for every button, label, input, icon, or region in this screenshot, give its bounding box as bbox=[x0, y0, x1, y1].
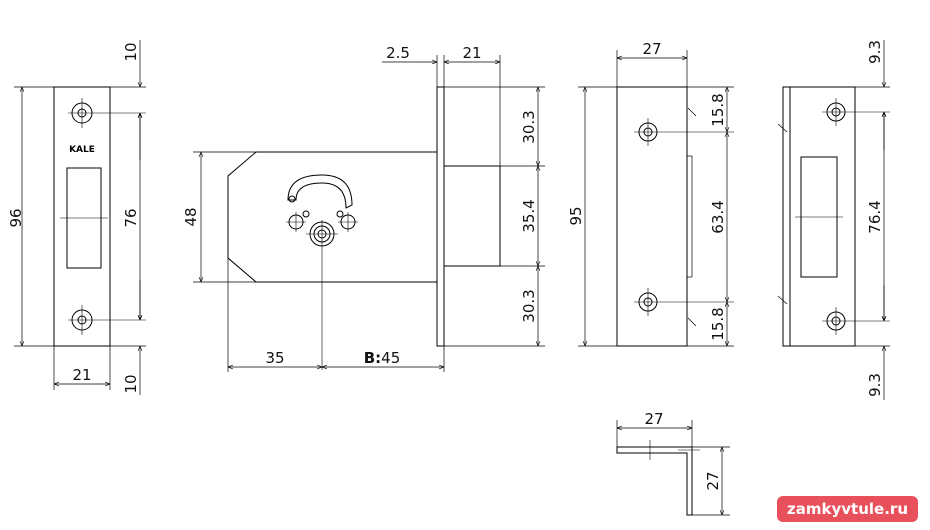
strike-front-top-dim: 9.3 bbox=[866, 40, 884, 64]
faceplate-width-dim: 21 bbox=[72, 366, 91, 384]
strike-bottom-dim: 15.8 bbox=[709, 307, 727, 340]
faceplate-bottom-dim: 10 bbox=[122, 374, 140, 393]
upper-gap-dim: 30.3 bbox=[520, 110, 538, 143]
spindle-hole bbox=[306, 220, 338, 370]
strike-width-dim: 27 bbox=[642, 40, 661, 58]
strike-front-screw-bottom bbox=[822, 307, 890, 335]
strike-front-view: 9.3 76.4 9.3 bbox=[777, 40, 890, 400]
strike-top-dim: 15.8 bbox=[709, 93, 727, 126]
backset-left-dim: 35 bbox=[265, 349, 284, 367]
angle-height-dim: 27 bbox=[704, 471, 722, 490]
faceplate-inner-dim: 76 bbox=[122, 208, 140, 227]
backset-dim: B:45 bbox=[364, 349, 401, 367]
bolt-height-dim: 35.4 bbox=[520, 199, 538, 232]
strike-side-view: 27 95 15.8 63.4 15.8 bbox=[567, 40, 734, 347]
strike-front-bottom-dim: 9.3 bbox=[866, 373, 884, 397]
strike-outline bbox=[616, 86, 688, 347]
faceplate-top-dim: 10 bbox=[122, 42, 140, 61]
lower-gap-dim: 30.3 bbox=[520, 289, 538, 322]
plate-thickness-dim: 2.5 bbox=[386, 44, 410, 62]
strike-screw-bottom bbox=[634, 288, 734, 316]
screw-hole-left bbox=[286, 212, 306, 232]
angle-profile-view: 27 27 bbox=[616, 410, 730, 516]
bolt bbox=[443, 165, 501, 267]
strike-front-screw-top bbox=[822, 98, 890, 126]
strike-height-dim: 95 bbox=[567, 206, 585, 225]
faceplate-view: KALE 96 76 10 10 21 bbox=[7, 40, 146, 395]
strike-front-inner-dim: 76.4 bbox=[866, 200, 884, 233]
screw-hole-right bbox=[338, 212, 358, 232]
faceplate-screw-bottom bbox=[68, 305, 146, 335]
strike-center-dim: 63.4 bbox=[709, 200, 727, 233]
backset-prefix: B: bbox=[364, 349, 381, 367]
faceplate-screw-top bbox=[68, 98, 146, 128]
backset-value: 45 bbox=[381, 349, 400, 367]
strike-screw-top bbox=[634, 118, 734, 146]
handle-slot bbox=[287, 174, 353, 209]
strike-front-outline bbox=[782, 86, 856, 347]
bolt-length-dim: 21 bbox=[462, 44, 481, 62]
watermark-badge[interactable]: zamkyvtule.ru bbox=[777, 496, 918, 522]
lock-case-outline bbox=[227, 151, 438, 283]
faceplate-height-dim: 96 bbox=[7, 208, 25, 227]
brand-label: KALE bbox=[69, 145, 95, 155]
angle-width-dim: 27 bbox=[644, 410, 663, 428]
faceplate-outline bbox=[53, 86, 111, 347]
front-plate bbox=[436, 86, 445, 347]
lock-height-dim: 48 bbox=[182, 207, 200, 226]
angle-profile-outline bbox=[616, 446, 693, 516]
lock-body-view: 48 35 B:45 2.5 21 30.3 35.4 30.3 bbox=[182, 44, 545, 372]
